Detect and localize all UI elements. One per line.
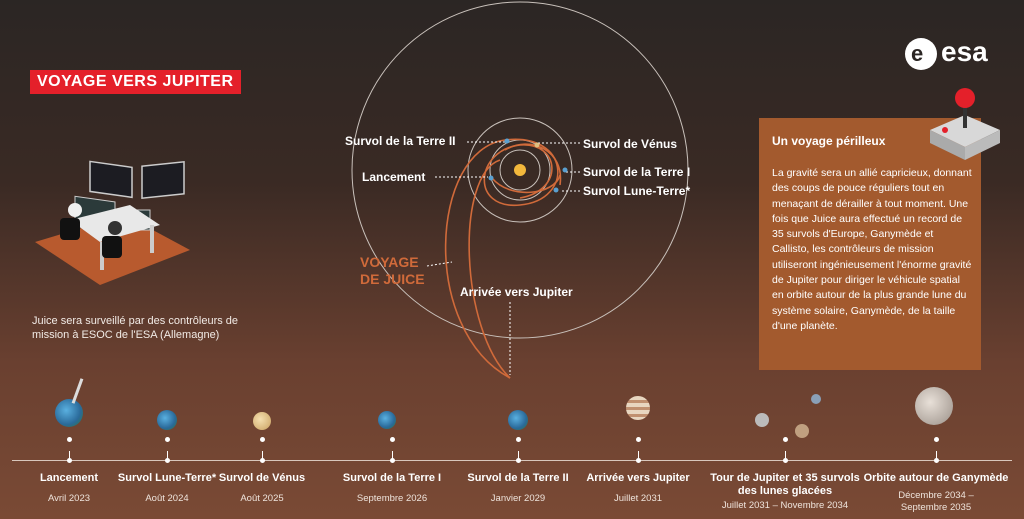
earth-icon-2 xyxy=(378,411,396,429)
earth-icon-3 xyxy=(508,410,528,430)
timeline-dot xyxy=(390,437,395,442)
page-title: VOYAGE VERS JUPITER xyxy=(30,70,241,94)
timeline-date: Septembre 2026 xyxy=(356,493,428,504)
timeline-dot xyxy=(783,437,788,442)
timeline-date: Décembre 2034 – Septembre 2035 xyxy=(898,490,974,513)
timeline-dot xyxy=(516,437,521,442)
esa-logo-text: esa xyxy=(941,36,988,67)
moon-icon xyxy=(755,413,769,427)
timeline-stem xyxy=(785,451,786,460)
earth-moon-icon xyxy=(157,410,177,430)
timeline-stem xyxy=(518,451,519,460)
jupiter-orbit xyxy=(351,1,689,339)
timeline-axis xyxy=(12,460,1012,461)
timeline-stem xyxy=(638,451,639,460)
label-launch: Lancement xyxy=(362,170,426,184)
timeline-label: Arrivée vers Jupiter xyxy=(586,472,690,484)
timeline-label: Lancement xyxy=(39,472,99,484)
timeline-label: Survol de la Terre II xyxy=(467,472,569,484)
ganymede-icon xyxy=(915,387,953,425)
timeline-date: Janvier 2029 xyxy=(490,493,546,504)
mission-control-illustration xyxy=(35,160,190,285)
timeline-dot xyxy=(165,437,170,442)
timeline-marker xyxy=(934,458,939,463)
timeline-label: Orbite autour de Ganymède xyxy=(863,472,1009,484)
label-flyby-venus: Survol de Vénus xyxy=(583,137,678,151)
joystick-icon xyxy=(930,88,1000,160)
label-flyby-moon-earth: Survol Lune-Terre* xyxy=(583,184,691,198)
earth-orbit xyxy=(467,117,573,223)
venus-icon xyxy=(253,412,271,430)
timeline-marker xyxy=(67,458,72,463)
timeline-stem xyxy=(392,451,393,460)
timeline-marker xyxy=(260,458,265,463)
label-flyby-earth-2: Survol de la Terre II xyxy=(345,134,456,148)
timeline-label: Survol Lune-Terre* xyxy=(117,472,217,484)
timeline-dot xyxy=(260,437,265,442)
timeline-marker xyxy=(516,458,521,463)
timeline-marker xyxy=(636,458,641,463)
timeline-stem xyxy=(262,451,263,460)
info-box xyxy=(759,118,981,370)
esa-logo: e esa xyxy=(905,36,1005,72)
timeline-dot xyxy=(934,437,939,442)
timeline-marker xyxy=(783,458,788,463)
timeline-marker xyxy=(165,458,170,463)
juice-trajectory xyxy=(444,138,562,379)
timeline-dot xyxy=(67,437,72,442)
esa-logo-icon: e xyxy=(905,38,937,70)
moon-icon-3 xyxy=(811,394,821,404)
timeline-marker xyxy=(390,458,395,463)
timeline-label: Survol de Vénus xyxy=(218,472,306,484)
timeline-label: Survol de la Terre I xyxy=(342,472,442,484)
info-box-body: La gravité sera un allié capricieux, don… xyxy=(772,167,972,332)
sun xyxy=(514,164,526,176)
info-box-title: Un voyage périlleux xyxy=(772,134,886,148)
timeline-date: Juillet 2031 xyxy=(613,493,663,504)
timeline-dot xyxy=(636,437,641,442)
timeline-date: Août 2024 xyxy=(145,493,189,504)
earth-icon xyxy=(55,399,83,427)
timeline-stem xyxy=(69,451,70,460)
timeline-stem xyxy=(936,451,937,460)
timeline-date: Août 2025 xyxy=(240,493,284,504)
moon-icon-2 xyxy=(795,424,809,438)
label-juice-trajectory: VOYAGE DE JUICE xyxy=(360,254,425,287)
label-flyby-earth-1: Survol de la Terre I xyxy=(583,165,691,179)
timeline-stem xyxy=(167,451,168,460)
timeline-date: Juillet 2031 – Novembre 2034 xyxy=(721,500,849,511)
control-description: Juice sera surveillé par des contrôleurs… xyxy=(32,315,239,341)
timeline-date: Avril 2023 xyxy=(47,493,91,504)
jupiter-icon xyxy=(626,396,650,420)
timeline-label: Tour de Jupiter et 35 survols des lunes … xyxy=(710,472,860,497)
label-arrival: Arrivée vers Jupiter xyxy=(460,285,573,299)
